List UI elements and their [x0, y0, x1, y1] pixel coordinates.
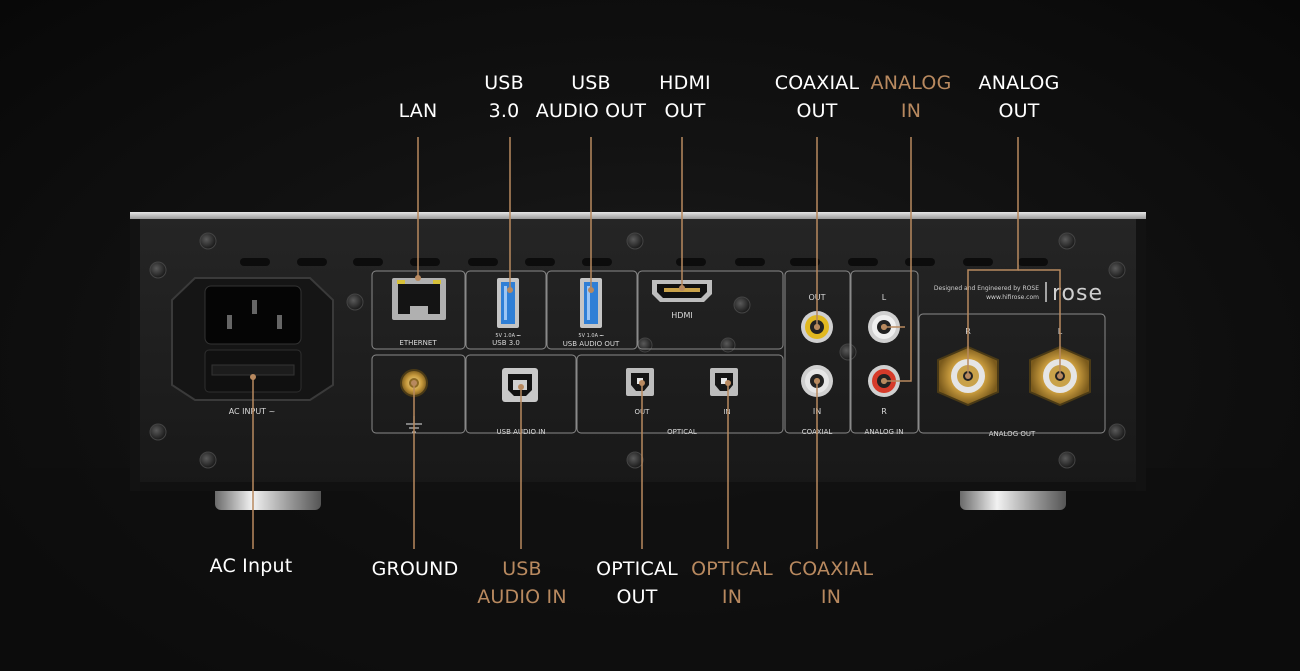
ac-inlet: [171, 277, 334, 401]
callout-ac-input-line-1: AC Input: [209, 555, 293, 577]
ac-input-panel-label: AC INPUT ~: [229, 407, 276, 416]
vent-slots: [240, 258, 1048, 266]
analog-in-panel-label: ANALOG IN: [865, 428, 904, 436]
designed-by-label: Designed and Engineered by ROSE: [934, 285, 1039, 292]
usb-audio-out-port: [580, 278, 602, 328]
callout-usb-audio-in-line-2: AUDIO IN: [477, 586, 567, 608]
callout-lan: LAN: [399, 97, 438, 125]
callout-analog-in: ANALOG IN: [871, 69, 952, 125]
callout-optical-out-line-2: OUT: [616, 586, 658, 608]
leader-lines: [252, 137, 1061, 549]
optical-in-port: [710, 368, 738, 396]
callout-usb-audio-in: USB AUDIO IN: [477, 555, 567, 611]
callout-ground: GROUND: [372, 555, 459, 583]
callout-ac-input: AC Input: [210, 552, 293, 580]
leader-dots: [250, 275, 1063, 390]
callout-analog-in-line-2: IN: [900, 100, 922, 122]
callout-analog-out: ANALOG OUT: [979, 69, 1060, 125]
callout-usb30-line-1: USB: [484, 72, 524, 94]
callout-coaxial-in-line-2: IN: [820, 586, 842, 608]
callout-coaxial-out-line-1: COAXIAL: [774, 72, 860, 94]
usb30-spec-label: 5V 1.0A ⎓: [495, 333, 520, 339]
callout-optical-out-line-1: OPTICAL: [596, 558, 678, 580]
callout-coaxial-out-line-2: OUT: [796, 100, 838, 122]
callout-analog-out-line-2: OUT: [998, 100, 1040, 122]
usb30-panel-label: USB 3.0: [492, 339, 520, 347]
callout-optical-in-line-1: OPTICAL: [691, 558, 773, 580]
ethernet-port: [392, 278, 446, 320]
usb30-port: [497, 278, 519, 328]
analog-out-panel-label: ANALOG OUT: [989, 430, 1036, 438]
port-outlines: [371, 270, 1106, 434]
callout-usb30: USB 3.0: [484, 69, 524, 125]
callout-hdmi-out-line-2: OUT: [664, 100, 706, 122]
callout-usb-audio-out-line-1: USB: [571, 72, 611, 94]
hdmi-panel-label: HDMI: [671, 311, 692, 320]
callout-hdmi-out-line-1: HDMI: [659, 72, 711, 94]
callout-coaxial-out: COAXIAL OUT: [775, 69, 860, 125]
callout-usb-audio-in-line-1: USB: [502, 558, 542, 580]
callout-optical-in-line-2: IN: [721, 586, 743, 608]
callout-coaxial-in: COAXIAL IN: [789, 555, 874, 611]
optical-panel-label: OPTICAL: [667, 428, 697, 436]
ethernet-panel-label: ETHERNET: [399, 339, 437, 347]
usb-audio-out-panel-label: USB AUDIO OUT: [563, 340, 620, 348]
callout-lan-line-1: LAN: [398, 100, 438, 122]
callout-usb-audio-out-line-2: AUDIO OUT: [535, 100, 647, 122]
callout-analog-out-line-1: ANALOG: [978, 72, 1060, 94]
callout-usb30-line-2: 3.0: [488, 100, 520, 122]
callout-coaxial-in-line-1: COAXIAL: [788, 558, 874, 580]
callout-optical-out: OPTICAL OUT: [596, 555, 678, 611]
callout-usb-audio-out: USB AUDIO OUT: [536, 69, 646, 125]
analog-in-l-panel-label: L: [882, 293, 887, 302]
callout-analog-in-line-1: ANALOG: [870, 72, 952, 94]
usb-audio-out-spec-label: 5V 1.0A ⎓: [578, 333, 603, 339]
callout-ground-line-1: GROUND: [371, 558, 459, 580]
callout-optical-in: OPTICAL IN: [691, 555, 773, 611]
analog-in-r-panel-label: R: [881, 407, 887, 416]
optical-in-panel-label: IN: [723, 408, 730, 416]
website-label: www.hifirose.com: [986, 294, 1039, 301]
callout-hdmi-out: HDMI OUT: [659, 69, 711, 125]
top-cover: [130, 212, 1146, 220]
